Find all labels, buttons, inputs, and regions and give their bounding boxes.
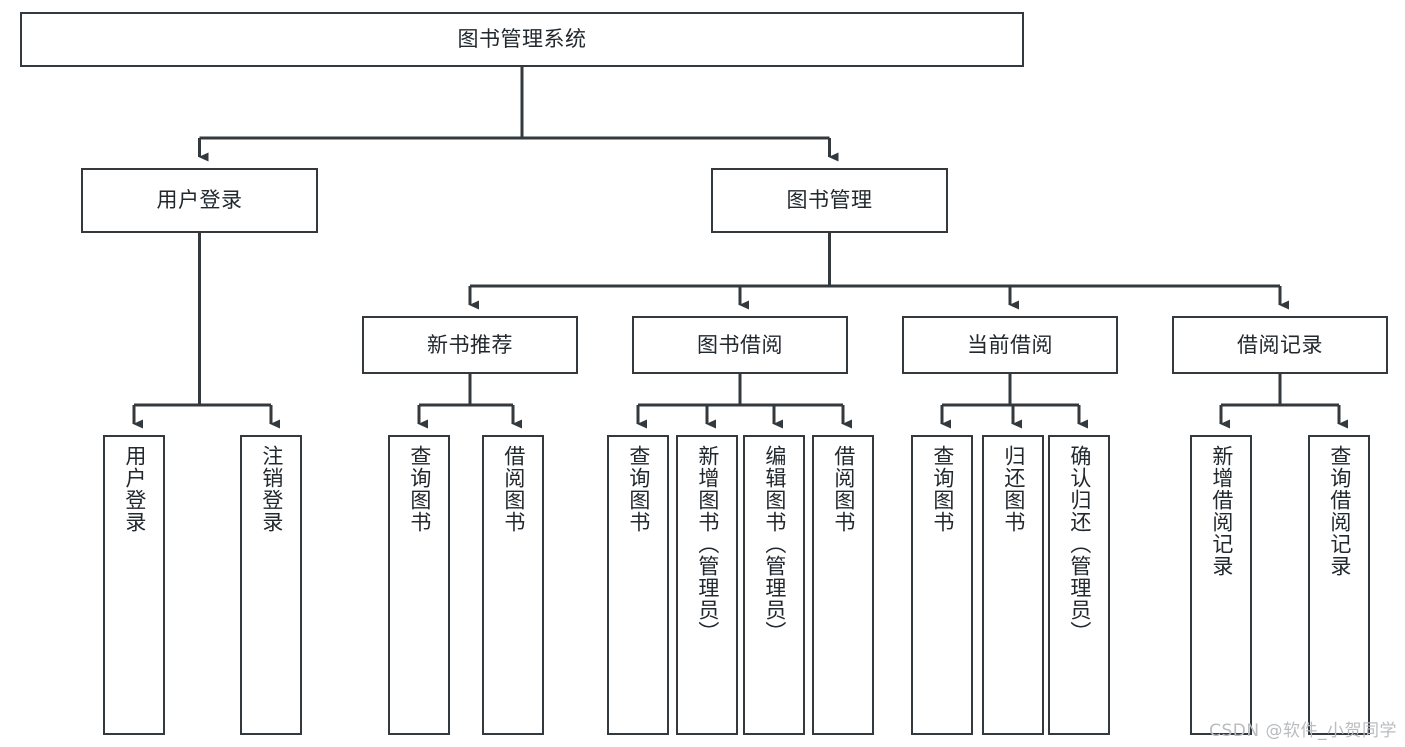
node-label: 编辑图书（管理员） [762,445,787,643]
node-leaf-2[interactable]: 注销登录 [240,435,302,735]
node-label: 查询图书 [930,445,955,533]
node-label: 借阅图书 [501,445,526,533]
node-label: 借阅记录 [1237,332,1323,357]
node-leaf-12[interactable]: 新增借阅记录 [1190,435,1252,735]
node-l3d[interactable]: 借阅记录 [1172,316,1388,374]
node-label: 查询借阅记录 [1327,445,1352,577]
node-l2b[interactable]: 图书管理 [711,168,948,233]
node-label: 图书管理系统 [457,27,587,52]
node-leaf-8[interactable]: 借阅图书 [812,435,874,735]
node-leaf-11[interactable]: 确认归还（管理员） [1048,435,1110,735]
node-leaf-4[interactable]: 借阅图书 [482,435,544,735]
node-leaf-3[interactable]: 查询图书 [388,435,450,735]
node-label: 新增借阅记录 [1209,445,1234,577]
node-label: 查询图书 [407,445,432,533]
node-label: 确认归还（管理员） [1067,445,1092,643]
node-label: 新增图书（管理员） [695,445,720,643]
node-leaf-1[interactable]: 用户登录 [103,435,165,735]
node-leaf-10[interactable]: 归还图书 [982,435,1044,735]
node-label: 查询图书 [626,445,651,533]
node-label: 图书借阅 [697,332,783,357]
node-leaf-5[interactable]: 查询图书 [607,435,669,735]
node-label: 借阅图书 [831,445,856,533]
node-label: 注销登录 [259,445,284,533]
node-leaf-13[interactable]: 查询借阅记录 [1308,435,1370,735]
node-label: 用户登录 [122,445,147,533]
node-l3c[interactable]: 当前借阅 [902,316,1118,374]
node-leaf-9[interactable]: 查询图书 [911,435,973,735]
node-l3b[interactable]: 图书借阅 [632,316,848,374]
node-root[interactable]: 图书管理系统 [20,12,1024,67]
node-leaf-7[interactable]: 编辑图书（管理员） [743,435,805,735]
node-label: 当前借阅 [967,332,1053,357]
node-label: 图书管理 [786,188,873,213]
node-l3a[interactable]: 新书推荐 [362,316,578,374]
node-leaf-6[interactable]: 新增图书（管理员） [676,435,738,735]
node-label: 用户登录 [156,188,243,213]
node-label: 新书推荐 [427,332,513,357]
node-l2a[interactable]: 用户登录 [81,168,318,233]
node-label: 归还图书 [1001,445,1026,533]
